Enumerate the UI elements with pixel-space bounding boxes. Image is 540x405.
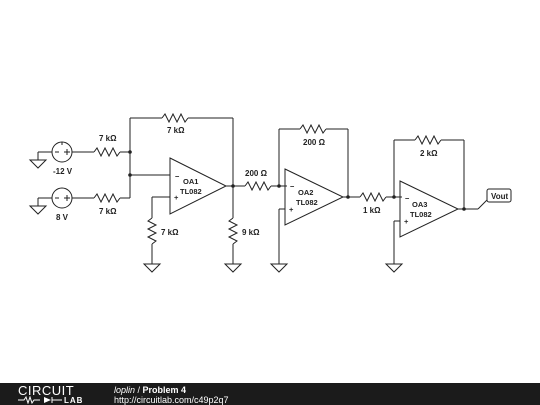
author-link[interactable]: loplin [114, 385, 136, 395]
vout-terminal[interactable]: Vout [486, 188, 512, 203]
circuit-schematic: -12 V 8 V 7 kΩ 7 kΩ 7 kΩ − + OA1 TL082 7… [28, 112, 512, 273]
opamp-oa3-part: TL082 [410, 210, 432, 219]
opamp-oa1-name: OA1 [183, 177, 198, 186]
resistor-in-oa2-label: 200 Ω [245, 169, 268, 178]
ground-icon [269, 263, 289, 273]
resistor-fb1[interactable] [161, 112, 189, 124]
circuitlab-logo-icon [18, 396, 62, 404]
resistor-in1-label: 7 kΩ [99, 134, 117, 143]
resistor-fb3[interactable] [414, 134, 442, 146]
voltage-source-2[interactable] [28, 187, 94, 215]
resistor-gnd1-label: 7 kΩ [161, 228, 179, 237]
svg-text:+: + [174, 193, 179, 202]
resistor-load1-label: 9 kΩ [242, 228, 260, 237]
circuit-url[interactable]: http://circuitlab.com/c49p2q7 [114, 395, 229, 405]
svg-text:−: − [405, 194, 410, 203]
ground-icon [28, 159, 48, 169]
opamp-oa3[interactable]: − + OA3 TL082 [399, 180, 460, 238]
resistor-in1[interactable] [93, 146, 121, 158]
source-2-label: 8 V [56, 213, 69, 222]
resistor-fb3-label: 2 kΩ [420, 149, 438, 158]
voltage-source-1[interactable] [28, 141, 94, 169]
opamp-oa1-part: TL082 [180, 187, 202, 196]
logo-text-bottom: LAB [64, 396, 84, 405]
svg-text:+: + [289, 205, 294, 214]
separator: / [135, 385, 143, 395]
resistor-in-oa2[interactable] [244, 180, 272, 192]
opamp-oa1[interactable]: − + OA1 TL082 [169, 157, 228, 215]
svg-text:−: − [290, 182, 295, 191]
logo-text-top: CIRCUIT [18, 383, 75, 398]
footer-bar: CIRCUIT LAB loplin / Problem 4 http://ci… [0, 383, 540, 405]
vout-label: Vout [491, 192, 509, 201]
resistor-load1[interactable] [227, 217, 239, 245]
opamp-oa2[interactable]: − + OA2 TL082 [284, 168, 345, 226]
resistor-in-oa3-label: 1 kΩ [363, 206, 381, 215]
opamp-oa2-name: OA2 [298, 188, 313, 197]
resistor-in2[interactable] [93, 192, 121, 204]
resistor-fb1-label: 7 kΩ [167, 126, 185, 135]
resistor-in2-label: 7 kΩ [99, 207, 117, 216]
opamp-oa3-name: OA3 [412, 200, 427, 209]
ground-icon [28, 205, 48, 215]
ground-icon [142, 263, 162, 273]
opamp-oa2-part: TL082 [296, 198, 318, 207]
resistor-in-oa3[interactable] [359, 191, 387, 203]
resistor-fb2[interactable] [299, 123, 327, 135]
ground-icon [384, 263, 404, 273]
resistor-fb2-label: 200 Ω [303, 138, 326, 147]
resistor-gnd1[interactable] [146, 217, 158, 245]
circuit-title: Problem 4 [142, 385, 187, 395]
svg-text:−: − [175, 172, 180, 181]
circuit-meta: loplin / Problem 4 [114, 385, 186, 395]
ground-icon [223, 263, 243, 273]
source-1-label: -12 V [53, 167, 73, 176]
svg-text:+: + [404, 217, 409, 226]
